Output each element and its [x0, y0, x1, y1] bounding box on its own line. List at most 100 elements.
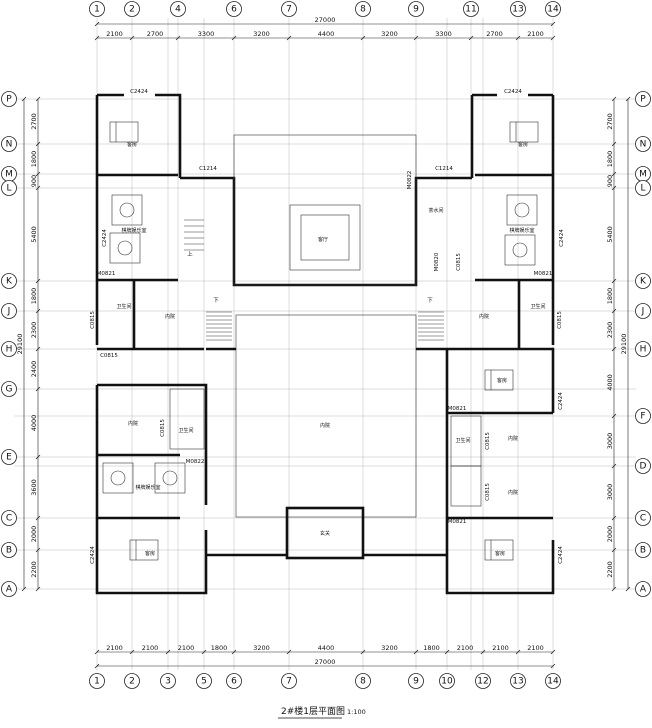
code-m0821-w: M0821	[97, 271, 116, 277]
right-dims-label: 4000	[606, 374, 614, 391]
left-dims-label: 2000	[30, 526, 38, 543]
axis-top-6-circle	[226, 1, 242, 17]
axis-left-G: G	[6, 385, 13, 395]
left-dims-label: 5400	[30, 226, 38, 243]
right-total-label: 29100	[620, 334, 628, 355]
axis-right-J: J	[641, 307, 645, 317]
code-c2424-sw: C2424	[90, 546, 96, 564]
bottom-dims-tick	[231, 649, 237, 655]
label-bath-sw: 卫生间	[178, 427, 193, 434]
right-dims-tick	[611, 141, 617, 147]
bed-sw	[129, 539, 159, 561]
right-dims-tick	[611, 308, 617, 314]
axis-right-B: B	[640, 546, 646, 556]
label-bath-w: 卫生间	[116, 303, 131, 310]
label-bath-se: 卫生间	[455, 437, 470, 444]
left-dims-tick	[35, 185, 41, 191]
axis-left-P: P	[6, 95, 12, 105]
bottom-dims-label: 3200	[253, 644, 270, 652]
bottom-dims-label: 2100	[178, 644, 195, 652]
top-dims-label: 3200	[381, 30, 398, 38]
top-dims-tick	[413, 35, 419, 41]
top-dims-label: 3300	[435, 30, 452, 38]
label-yard-se2: 内院	[508, 489, 518, 496]
code-c2424-nw: C2424	[130, 89, 148, 95]
top-dims-label: 2100	[527, 30, 544, 38]
label-yard-sw: 内院	[128, 420, 138, 427]
left-dims-tick	[35, 96, 41, 102]
table-nw	[119, 202, 135, 218]
code-c0815-n: C0815	[456, 253, 462, 271]
top-dims-label: 4400	[318, 30, 335, 38]
right-dims-label: 3000	[606, 484, 614, 501]
label-guest-se: 客房	[495, 550, 505, 557]
table-ne-chairs	[506, 194, 538, 226]
axis-top-2-circle	[124, 1, 140, 17]
axis-bottom-14: 14	[547, 677, 559, 687]
left-dims-tick	[35, 454, 41, 460]
left-dims-label: 1800	[30, 288, 38, 305]
label-chess-ne: 棋牌娱乐室	[509, 227, 534, 234]
left-total-label: 29100	[16, 334, 24, 355]
right-dims-label: 1800	[606, 288, 614, 305]
right-total-tick	[625, 96, 631, 102]
right-dims-tick	[611, 586, 617, 592]
entrance	[285, 506, 365, 560]
hall-carpet-inner	[300, 214, 350, 261]
axis-top-9-circle	[408, 1, 424, 17]
top-dims-tick	[550, 35, 556, 41]
left-dims-label: 900	[30, 175, 38, 187]
table-ne	[514, 202, 530, 218]
axis-right-K: K	[640, 277, 647, 287]
code-c1214-e: C1214	[435, 166, 453, 172]
axis-bottom-3: 3	[165, 677, 171, 687]
bed-e	[484, 369, 514, 391]
top-total-tick	[94, 21, 100, 27]
axis-top-2: 2	[129, 5, 135, 15]
courtyard	[235, 314, 417, 518]
furniture	[110, 122, 530, 560]
axis-top-8: 8	[360, 5, 366, 15]
axis-top-11-circle	[463, 1, 479, 17]
axis-right-D: D	[640, 462, 647, 472]
axis-bottom-8-circle	[355, 673, 371, 689]
axis-left-G-circle	[1, 381, 17, 397]
top-dims-tick	[515, 35, 521, 41]
axis-right-A-circle	[635, 581, 651, 597]
label-chess-nw: 棋牌娱乐室	[121, 227, 146, 234]
axis-right-P: P	[640, 95, 646, 105]
right-dims-tick	[611, 278, 617, 284]
walls	[95, 93, 555, 595]
code-down-w: 下	[213, 297, 219, 304]
bottom-dims-tick	[480, 649, 486, 655]
axis-left-N-circle	[1, 136, 17, 152]
code-c2424-e: C2424	[559, 229, 565, 247]
axis-left-L-circle	[1, 180, 17, 196]
label-hall: 客厅	[318, 236, 328, 243]
code-c2424-e2: C2424	[558, 392, 564, 410]
axis-bottom-1: 1	[94, 677, 100, 687]
axis-left-K: K	[6, 277, 13, 287]
axis-top-4: 4	[175, 5, 181, 15]
left-total-tick	[21, 586, 27, 592]
bottom-dims-tick	[550, 649, 556, 655]
drawing-title: 2#楼1层平面图	[281, 705, 345, 717]
right-dims-label: 2000	[606, 526, 614, 543]
right-dims-label: 3000	[606, 433, 614, 450]
axis-left-J-circle	[1, 303, 17, 319]
code-c2424-ne: C2424	[504, 89, 522, 95]
code-m0821-e2: M0821	[448, 406, 467, 412]
axis-bottom-14-circle	[545, 673, 561, 689]
axis-bottom-8: 8	[360, 677, 366, 687]
wall-right-h	[447, 347, 555, 413]
code-c0815-e: C0815	[557, 311, 563, 329]
room-labels: 客房客房棋牌娱乐室棋牌娱乐室棋牌娱乐室卫生间卫生间卫生间卫生间内院内院内院内院内…	[90, 89, 565, 564]
code-c0815-e3: C0815	[485, 483, 491, 501]
left-dims-label: 3600	[30, 479, 38, 496]
right-dims-label: 2700	[606, 113, 614, 130]
bottom-total-tick	[550, 663, 556, 669]
bottom-dims-tick	[165, 649, 171, 655]
axis-left-A-circle	[1, 581, 17, 597]
left-dims-label: 2700	[30, 113, 38, 130]
